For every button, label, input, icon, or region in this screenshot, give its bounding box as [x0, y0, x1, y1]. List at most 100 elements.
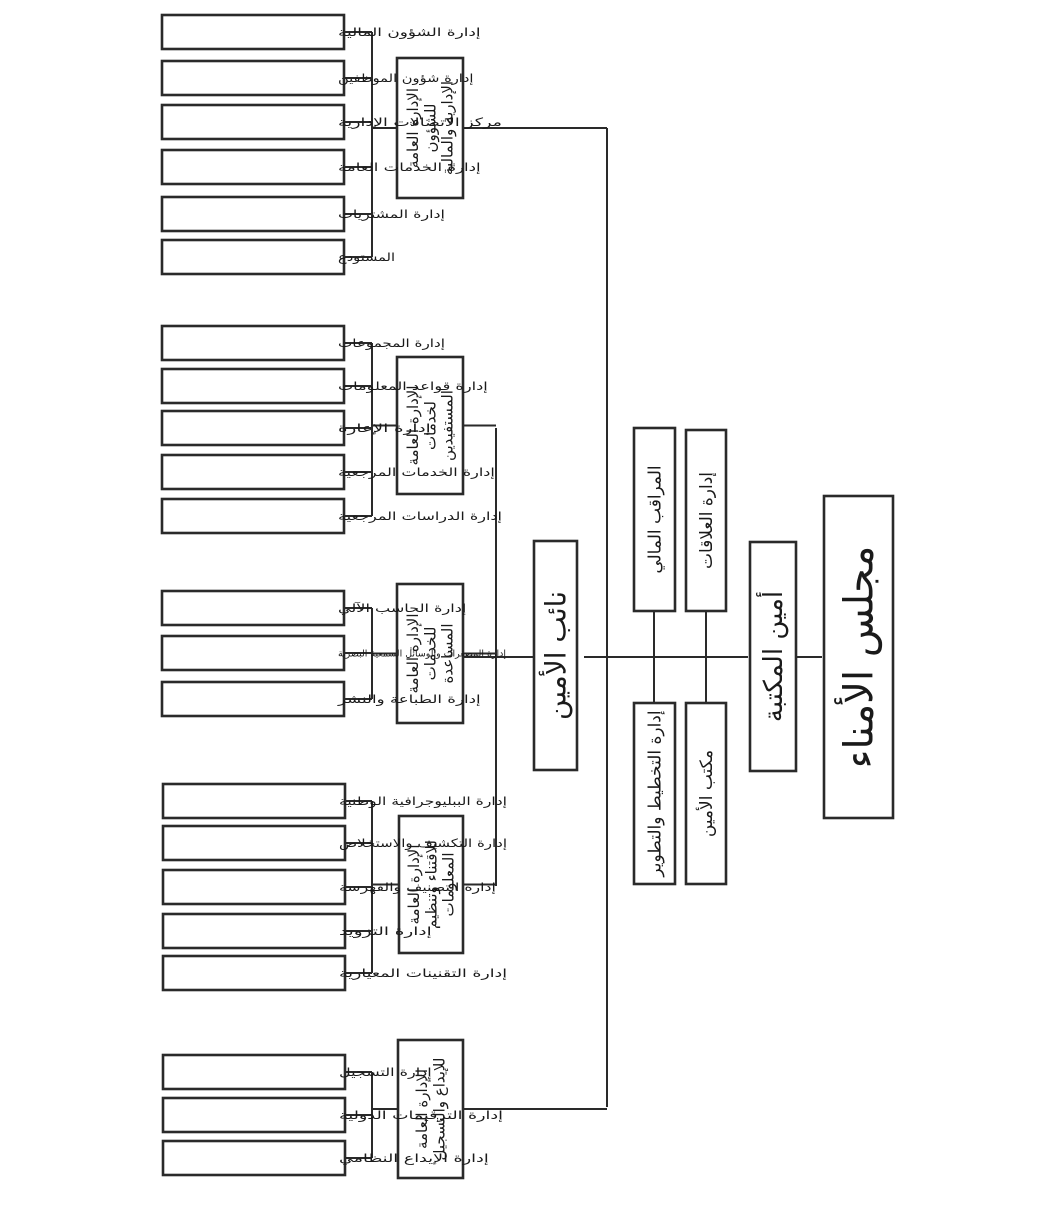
staff-unit-box-1-label: إدارة العلاقات — [697, 472, 717, 569]
general-department-box-4-frame — [397, 814, 465, 955]
sub-unit-box: إدارة الخدمات المرجعية — [160, 453, 495, 491]
general-department-box-4-label: المعلومات — [440, 852, 458, 916]
secretary-general-box: أمين المكتبة — [748, 540, 798, 773]
sub-unit-box-frame — [160, 453, 346, 491]
sub-unit-box-label: إدارة الشؤون المالية — [338, 25, 481, 40]
sub-unit-box-label: إدارة الببليوجرافية الوطنية — [339, 794, 507, 809]
sub-unit-box-label: إدارة الخدمات العامة — [338, 160, 481, 175]
general-department-box-2-label: المستفيدين — [439, 390, 457, 461]
general-department-box-3-frame — [395, 582, 465, 725]
staff-unit-box-2-label: المراقب المالي — [645, 465, 665, 573]
sub-unit-box: إدارة الترقيمات الدولية — [161, 1096, 503, 1134]
sub-unit-box-frame — [161, 954, 347, 992]
sub-unit-box-frame — [161, 782, 347, 820]
general-department-box-3-label: الإدارة العامة — [404, 613, 422, 693]
general-department-box-4-label: للاقتناء وتنظيم — [422, 840, 440, 929]
staff-unit-box-1: إدارة العلاقات — [684, 428, 728, 613]
sub-unit-box-frame — [160, 634, 346, 672]
sub-unit-box-frame — [160, 589, 346, 627]
general-department-box-2-label: لخدمات — [421, 401, 439, 450]
staff-unit-box-4: إدارة التخطيط والتطوير — [632, 701, 677, 886]
general-department-box-2-label: الإدارة العامة — [404, 385, 422, 465]
staff-unit-box-1-frame — [684, 428, 728, 613]
general-department-box-1-label: الإدارية والمالية — [439, 81, 457, 175]
sub-unit-box-label: إدارة الحاسب الآلي — [338, 601, 466, 616]
sub-unit-box-label: إدارة الطباعة والنشر — [337, 692, 481, 707]
sub-unit-box-label: إدارة المجموعات — [338, 336, 445, 351]
sub-unit-box: المستودع — [160, 238, 395, 276]
deputy-box-label: نائب الأمين — [537, 591, 572, 720]
sub-unit-box: إدارة قواعد المعلومات — [160, 367, 488, 405]
sub-unit-box-label: إدارة قواعد المعلومات — [338, 379, 488, 394]
sub-unit-box-frame — [160, 409, 346, 447]
sub-unit-box: إدارة المشتريات — [160, 195, 445, 233]
sub-unit-box-label: إدارة الإيداع النظامي — [339, 1151, 489, 1166]
sub-unit-box-frame — [160, 324, 346, 362]
sub-unit-box-frame — [161, 1096, 347, 1134]
sub-unit-box: إدارة التقنينات المعيارية — [161, 954, 507, 992]
sub-unit-box: إدارة الدراسات المرجعية — [160, 497, 502, 535]
sub-unit-box-label: المستودع — [338, 250, 395, 265]
staff-unit-box-4-label: إدارة التخطيط والتطوير — [645, 710, 665, 877]
staff-unit-box-3: مكتب الأمين — [684, 701, 728, 886]
staff-unit-box-3-label: مكتب الأمين — [696, 750, 717, 837]
sub-unit-box-label: إدارة التكشيف والاستخلاص — [339, 836, 507, 851]
sub-unit-box-label: إدارة الدراسات المرجعية — [338, 509, 502, 524]
sub-unit-box-frame — [160, 13, 346, 51]
general-department-box-4-label: الإدارة العامة — [405, 844, 423, 924]
sub-unit-box-frame — [161, 1053, 347, 1091]
staff-unit-box-4-frame — [632, 701, 677, 886]
sub-unit-box-label: إدارة التسجيل — [339, 1065, 432, 1080]
sub-unit-box: إدارة المجموعات — [160, 324, 445, 362]
staff-unit-box-2-frame — [632, 426, 677, 613]
connector-lines — [344, 31, 822, 1159]
sub-unit-box-frame — [160, 367, 346, 405]
sub-unit-box: إدارة التسجيل — [161, 1053, 432, 1091]
sub-unit-box-frame — [160, 103, 346, 141]
sub-unit-box: مركز الاتصالات الإدارية — [160, 103, 502, 141]
unit-boxes: مجلس الأمناء أمين المكتبة إدارة العلاقات ال… — [160, 13, 895, 1180]
sub-unit-box: إدارة التكشيف والاستخلاص — [161, 824, 507, 862]
sub-unit-box: إدارة الطباعة والنشر — [160, 680, 481, 718]
general-department-box-3-label: المساعدة — [439, 623, 457, 683]
sub-unit-box: إدارة شؤون الموظفين — [160, 59, 473, 97]
sub-unit-box-label: مركز الاتصالات الإدارية — [338, 115, 502, 130]
sub-unit-box: إدارة المصغرات والوسائل السمعية البصرية — [160, 634, 506, 672]
sub-unit-box: إدارة الإعارة — [160, 409, 431, 447]
secretary-general-box-label: أمين المكتبة — [755, 591, 789, 722]
sub-unit-box-frame — [161, 912, 347, 950]
board-box-frame — [822, 494, 895, 820]
general-department-box-5-label: للإيداع والتسجيل — [430, 1058, 448, 1161]
general-department-box-3-label: للخدمات — [421, 627, 439, 681]
board-box-label: مجلس الأمناء — [834, 546, 883, 769]
sub-unit-box-frame — [161, 868, 347, 906]
sub-unit-box-label: إدارة الخدمات المرجعية — [338, 465, 495, 480]
general-department-box-1-frame — [395, 56, 465, 200]
general-department-box-1-label: الإدارة العامة — [404, 88, 422, 168]
sub-unit-box-label: إدارة التزويد — [339, 924, 432, 939]
sub-unit-box-label: إدارة شؤون الموظفين — [338, 71, 473, 86]
general-department-box-2-frame — [395, 355, 465, 496]
general-department-box-5-frame — [396, 1038, 465, 1180]
sub-unit-box-label: إدارة التقنينات المعيارية — [339, 966, 507, 981]
deputy-box: نائب الأمين — [532, 539, 579, 772]
deputy-box-frame — [532, 539, 579, 772]
sub-unit-box: إدارة الببليوجرافية الوطنية — [161, 782, 507, 820]
sub-unit-box: إدارة الحاسب الآلي — [160, 589, 466, 627]
sub-unit-box: إدارة الخدمات العامة — [160, 148, 481, 186]
sub-unit-box-frame — [161, 824, 347, 862]
sub-unit-box: إدارة التزويد — [161, 912, 432, 950]
secretary-general-box-frame — [748, 540, 798, 773]
board-box: مجلس الأمناء — [822, 494, 895, 820]
general-department-box-5-label: الإدارة العامة — [413, 1069, 431, 1149]
sub-unit-box-label: إدارة المشتريات — [338, 207, 445, 222]
sub-unit-box-frame — [160, 497, 346, 535]
sub-unit-box-frame — [160, 680, 346, 718]
sub-unit-box: إدارة الشؤون المالية — [160, 13, 481, 51]
